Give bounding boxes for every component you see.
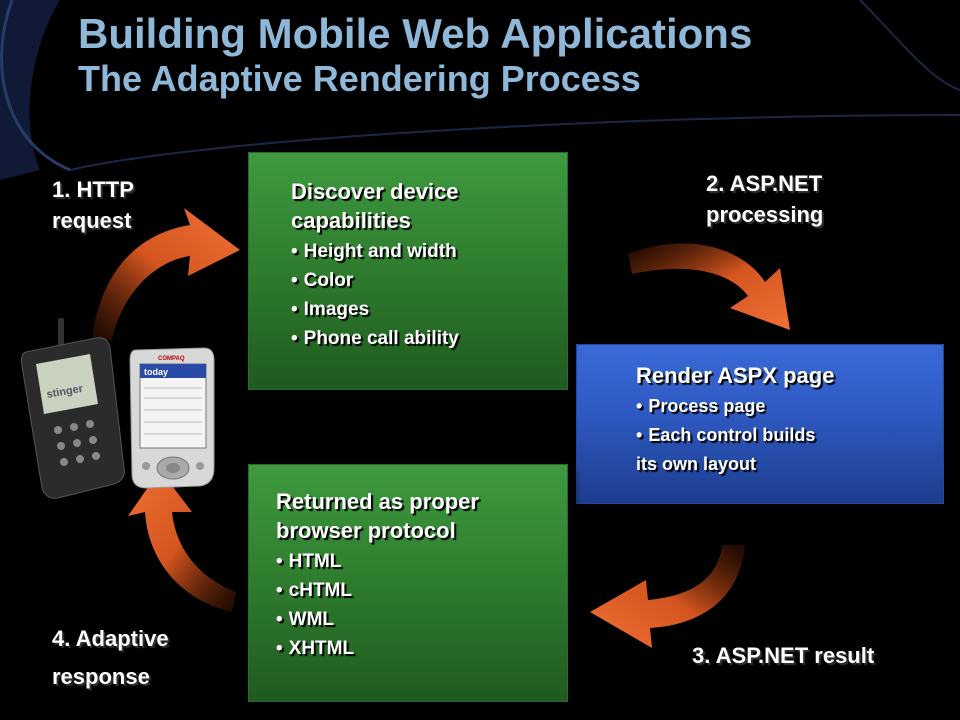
returned-protocol-box: Returned as proper browser protocol •HTM… xyxy=(248,464,568,702)
bullet-icon: • xyxy=(276,638,283,659)
returned-heading: Returned as proper browser protocol xyxy=(276,487,567,545)
returned-heading-line2: browser protocol xyxy=(276,518,456,543)
step4-label: 4. Adaptive response xyxy=(52,620,169,696)
list-item-label: HTML xyxy=(288,551,342,572)
mobile-devices-illustration: stinger COMPAQ today xyxy=(21,318,215,499)
discover-heading: Discover device capabilities xyxy=(291,177,567,235)
returned-list: •HTML •cHTML •WML •XHTML xyxy=(276,547,567,663)
discover-heading-line2: capabilities xyxy=(291,208,411,233)
list-item: •Each control builds xyxy=(636,421,943,450)
bullet-icon: • xyxy=(276,580,283,601)
step2-label: 2. ASP.NET processing xyxy=(706,168,823,230)
bullet-icon: • xyxy=(291,270,298,291)
list-item: •Height and width xyxy=(291,237,567,266)
step1-label-line1: 1. HTTP xyxy=(52,177,134,202)
list-item-label: cHTML xyxy=(288,580,352,601)
list-item-label: Phone call ability xyxy=(303,328,459,349)
discover-capabilities-box: Discover device capabilities •Height and… xyxy=(248,152,568,390)
step2-label-line1: 2. ASP.NET xyxy=(706,171,823,196)
render-list: •Process page •Each control builds its o… xyxy=(636,392,943,479)
step4-label-line2: response xyxy=(52,664,150,689)
step4-label-line1: 4. Adaptive xyxy=(52,626,169,651)
slide-subtitle: The Adaptive Rendering Process xyxy=(78,58,641,99)
slide-title: Building Mobile Web Applications xyxy=(78,10,753,57)
list-item-label: Process page xyxy=(648,396,766,416)
list-item: •cHTML xyxy=(276,576,567,605)
list-item: •Process page xyxy=(636,392,943,421)
list-item-label: WML xyxy=(288,609,335,630)
bullet-icon: • xyxy=(291,299,298,320)
discover-list: •Height and width •Color •Images •Phone … xyxy=(291,237,567,353)
list-item: •Phone call ability xyxy=(291,324,567,353)
step3-label: 3. ASP.NET result xyxy=(692,643,875,668)
list-item: •Images xyxy=(291,295,567,324)
list-item-label: Images xyxy=(303,299,370,320)
list-item: •XHTML xyxy=(276,634,567,663)
step2-label-line2: processing xyxy=(706,202,824,227)
cell-phone-icon: stinger xyxy=(21,318,125,499)
step1-label: 1. HTTP request xyxy=(52,174,134,236)
returned-heading-line1: Returned as proper xyxy=(276,489,479,514)
title-block: Building Mobile Web Applications The Ada… xyxy=(78,10,752,100)
discover-heading-line1: Discover device xyxy=(291,179,459,204)
list-item: •WML xyxy=(276,605,567,634)
render-heading: Render ASPX page xyxy=(636,363,835,388)
step1-label-line2: request xyxy=(52,208,132,233)
bullet-icon: • xyxy=(291,241,298,262)
bullet-icon: • xyxy=(636,425,643,445)
bullet-icon: • xyxy=(636,396,643,416)
pda-icon: COMPAQ today xyxy=(129,347,215,489)
bullet-icon: • xyxy=(291,328,298,349)
list-item-label: Height and width xyxy=(303,241,457,262)
list-item: •HTML xyxy=(276,547,567,576)
list-item-label: Color xyxy=(303,270,354,291)
pda-screen-text: today xyxy=(144,367,168,377)
list-item-label: XHTML xyxy=(288,638,355,659)
list-item-continuation: its own layout xyxy=(636,454,757,474)
bullet-icon: • xyxy=(276,551,283,572)
bullet-icon: • xyxy=(276,609,283,630)
render-aspx-box: Render ASPX page •Process page •Each con… xyxy=(576,344,944,504)
list-item: •Color xyxy=(291,266,567,295)
list-item-label: Each control builds xyxy=(648,425,816,445)
pda-brand-text: COMPAQ xyxy=(158,356,185,362)
